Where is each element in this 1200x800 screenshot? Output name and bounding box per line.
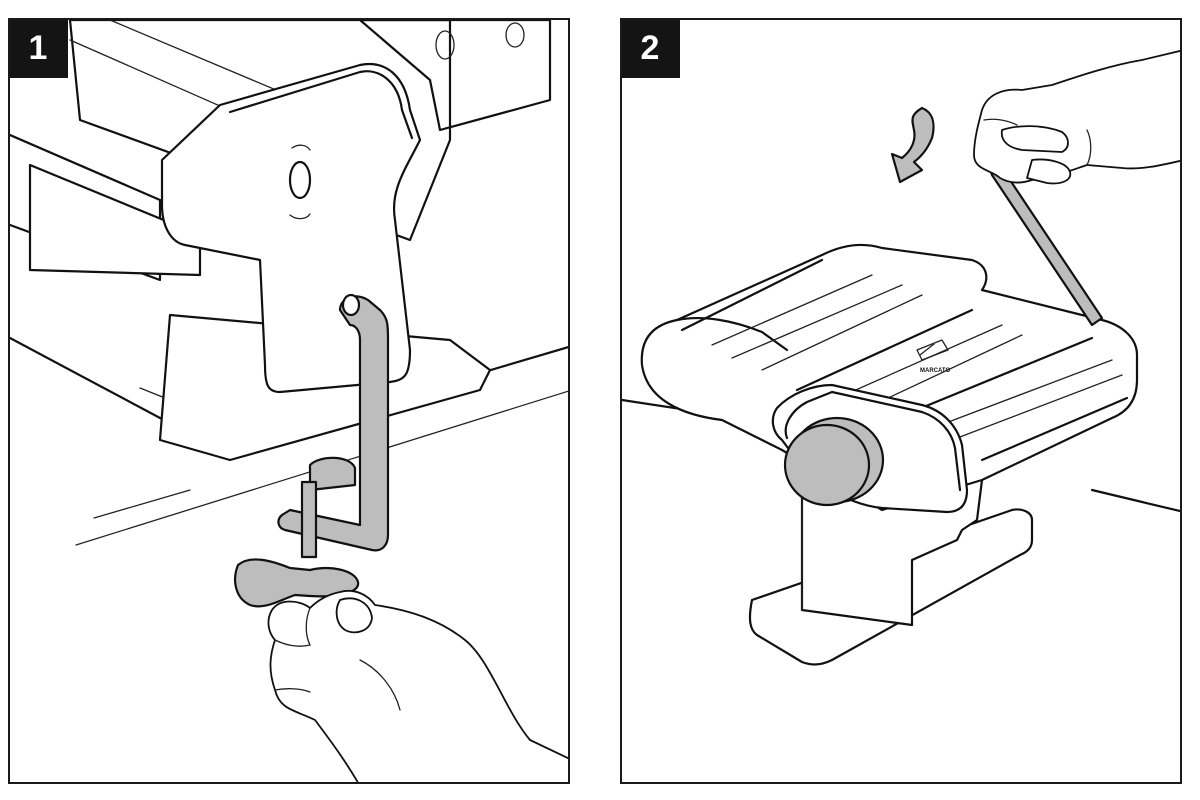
- adjustment-knob[interactable]: [783, 416, 885, 507]
- step-2-illustration: MARCATO: [622, 50, 1180, 666]
- brand-mark: MARCATO: [920, 368, 950, 374]
- step-1-illustration: [10, 20, 568, 782]
- hand: [267, 590, 568, 782]
- brand-logo: MARCATO: [916, 339, 950, 374]
- table-clamp[interactable]: [277, 293, 390, 559]
- step-1-badge: 1: [10, 20, 68, 78]
- hand: [973, 50, 1180, 185]
- step-1-panel: 1: [8, 18, 570, 784]
- rotate-arrow-icon: [890, 106, 935, 184]
- step-2-badge: 2: [622, 20, 680, 78]
- step-2-panel: 2: [620, 18, 1182, 784]
